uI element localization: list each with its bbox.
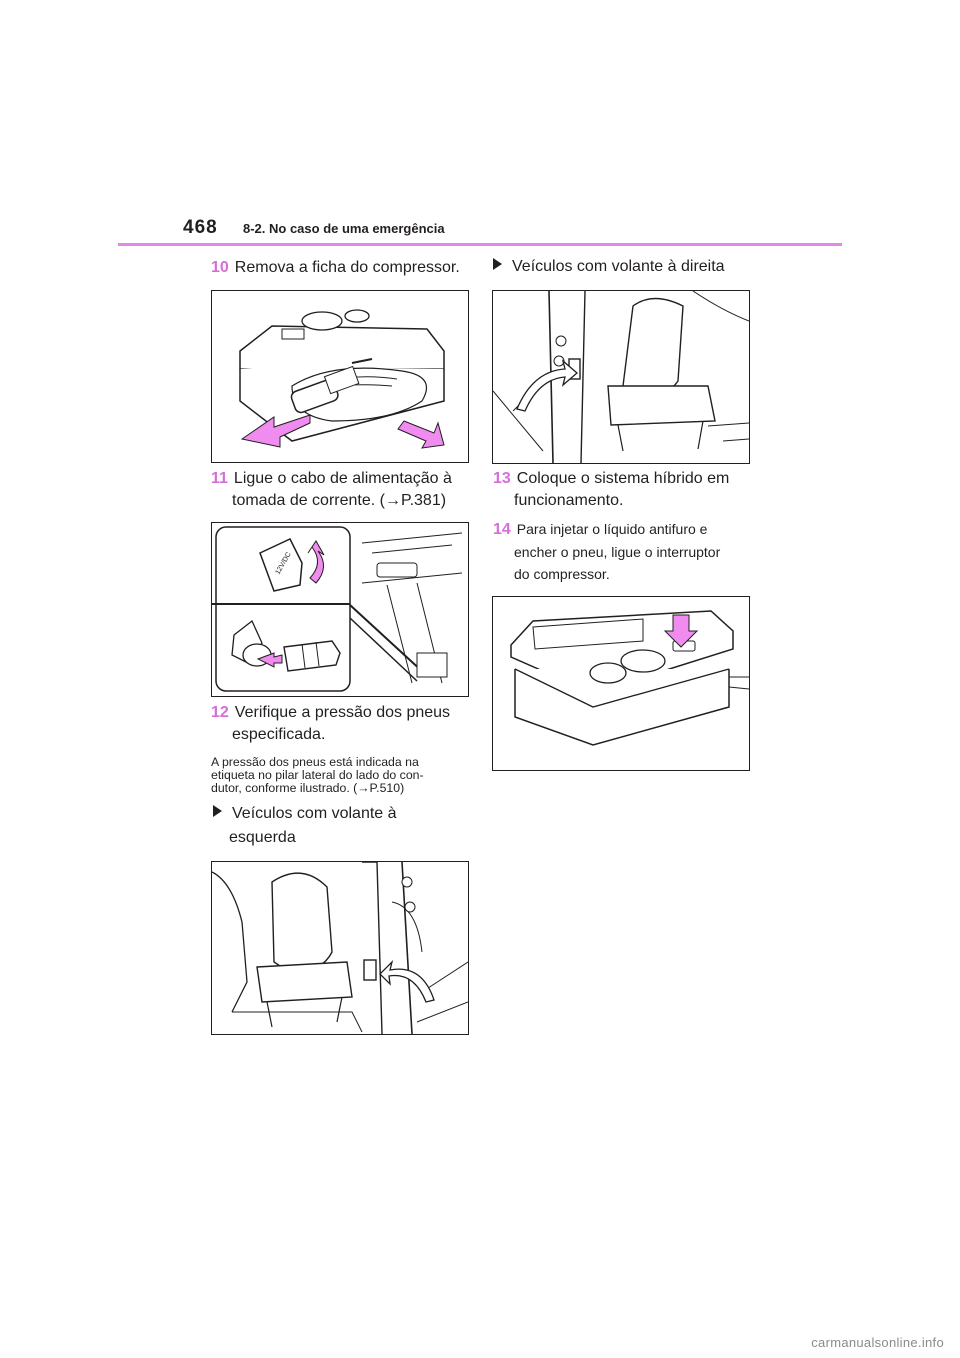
page-number: 468	[183, 217, 218, 238]
bullet-text-line2: esquerda	[229, 829, 296, 846]
step-text-line1: Verifique a pressão dos pneus	[234, 704, 451, 721]
step-number: 13	[493, 470, 511, 487]
step-12: 12 Verifique a pressão dos pneus especifi…	[211, 702, 450, 746]
power-outlet-illustration: 12V/DC	[212, 526, 463, 692]
compressor-unplug-illustration	[239, 309, 445, 449]
section-title: 8-2. No caso de uma emergência	[243, 221, 445, 236]
lhd-pillar-label-illustration	[212, 862, 468, 1034]
step-10: 10 Remova a ficha do compressor.	[211, 257, 460, 279]
pressure-note: A pressão dos pneus está indicada na eti…	[211, 756, 424, 795]
bullet-left-hand-drive: Veículos com volante à esquerda	[213, 802, 397, 850]
note-line1: A pressão dos pneus está indicada na	[211, 755, 419, 769]
step-text-line3: do compressor.	[514, 566, 610, 582]
step-text-line1: Para injetar o líquido antifuro e	[516, 521, 708, 537]
note-line2: etiqueta no pilar lateral do lado do con…	[211, 768, 424, 782]
step-text-line2: especificada.	[232, 726, 326, 743]
bullet-text: Veículos com volante à direita	[512, 258, 725, 275]
compressor-switch-illustration	[510, 610, 749, 746]
header-rule	[118, 243, 842, 246]
step-14: 14 Para injetar o líquido antifuro e ench…	[493, 518, 720, 585]
bullet-right-hand-drive: Veículos com volante à direita	[493, 255, 725, 279]
step-number: 14	[493, 521, 511, 538]
step-number: 11	[211, 470, 228, 487]
step-text-line2: tomada de corrente. (→P.381)	[232, 492, 447, 509]
step-text-line2: funcionamento.	[514, 492, 624, 509]
step-text-line2: encher o pneu, ligue o interruptor	[514, 544, 721, 560]
lhd-pillar-figure	[211, 861, 469, 1035]
step-11: 11 Ligue o cabo de alimentação à tomada d…	[211, 468, 452, 512]
triangle-bullet-icon	[213, 805, 222, 817]
bullet-text-line1: Veículos com volante à	[232, 805, 397, 822]
power-outlet-figure: 12V/DC	[211, 522, 469, 697]
triangle-bullet-icon	[493, 258, 502, 270]
compressor-unplug-figure	[211, 290, 469, 463]
rhd-pillar-label-illustration	[493, 291, 749, 463]
step-13: 13 Coloque o sistema híbrido em funcionam…	[493, 468, 729, 512]
watermark: carmanualsonline.info	[811, 1335, 944, 1350]
step-number: 12	[211, 704, 229, 721]
step-text-line1: Coloque o sistema híbrido em	[516, 470, 730, 487]
note-line3: dutor, conforme ilustrado. (→P.510)	[211, 781, 405, 795]
step-number: 10	[211, 259, 229, 276]
rhd-pillar-figure	[492, 290, 750, 464]
step-text-line1: Ligue o cabo de alimentação à	[233, 470, 452, 487]
compressor-switch-figure	[492, 596, 750, 771]
step-text: Remova a ficha do compressor.	[234, 259, 460, 276]
